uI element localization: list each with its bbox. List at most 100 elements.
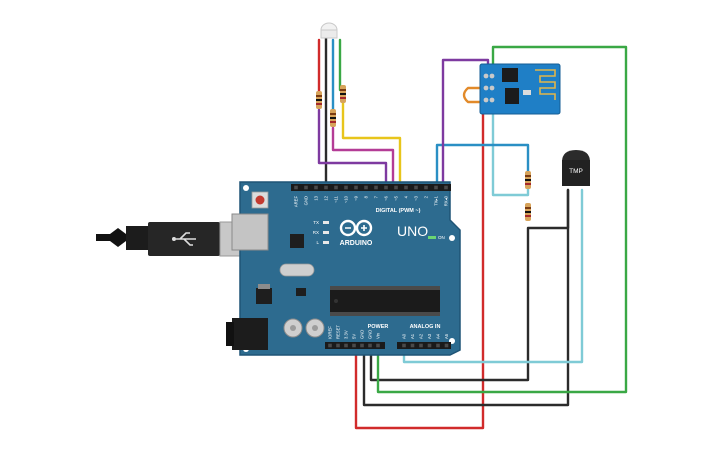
- pin-label: 7: [374, 195, 379, 198]
- pin-label: ~11: [334, 195, 339, 202]
- header-pin[interactable]: [354, 185, 358, 190]
- pin-label: ~9: [354, 195, 359, 200]
- header-pin[interactable]: [304, 185, 308, 190]
- pin-label: A5: [444, 333, 449, 339]
- header-pin[interactable]: [402, 343, 406, 348]
- header-pin[interactable]: [344, 343, 348, 348]
- header-pin[interactable]: [424, 185, 428, 190]
- usb-jack: [231, 213, 269, 251]
- header-pin[interactable]: [436, 343, 440, 348]
- wire-orange[interactable]: [462, 86, 488, 104]
- wire-magenta-led[interactable]: [331, 126, 395, 187]
- header-pin[interactable]: [384, 185, 388, 190]
- tmp-sensor[interactable]: TMP: [562, 150, 590, 186]
- header-pin[interactable]: [394, 185, 398, 190]
- pin-label: GND: [368, 330, 373, 339]
- pin-label: IOREF: [328, 326, 333, 339]
- header-pin[interactable]: [352, 343, 356, 348]
- power-jack: [232, 318, 268, 350]
- header-pin[interactable]: [344, 185, 348, 190]
- header-pin[interactable]: [419, 343, 423, 348]
- rx-label: RX: [313, 230, 319, 235]
- header-pin[interactable]: [314, 185, 318, 190]
- analog-header: [397, 342, 451, 349]
- resistor-divider-1[interactable]: [525, 171, 531, 189]
- atmega-chip: [330, 290, 440, 312]
- pin-label: 5V: [352, 334, 357, 339]
- pin-label: A3: [427, 333, 432, 339]
- wire-blue[interactable]: [435, 143, 530, 187]
- header-pin[interactable]: [404, 185, 408, 190]
- pin-label: A0: [402, 333, 407, 339]
- pin-label: 3.3V: [344, 330, 349, 339]
- digital-label: DIGITAL (PWM ~): [376, 208, 421, 214]
- l-led: [323, 241, 329, 244]
- pin-label: GND: [360, 330, 365, 339]
- header-pin[interactable]: [444, 343, 449, 348]
- pin-label: 13: [314, 195, 319, 200]
- pin-label: A4: [436, 333, 441, 339]
- wires: [317, 36, 628, 430]
- pin-label: ~5: [394, 195, 399, 200]
- pin-label: 8: [364, 195, 369, 198]
- pin-label: 2: [424, 195, 429, 198]
- header-pin[interactable]: [328, 343, 332, 348]
- header-pin[interactable]: [336, 343, 340, 348]
- header-pin[interactable]: [410, 343, 415, 348]
- header-pin[interactable]: [427, 343, 432, 348]
- pin-label: RX◂0: [444, 195, 449, 206]
- header-pin[interactable]: [294, 185, 298, 190]
- digital-header: [291, 184, 451, 191]
- pin-label: ~10: [344, 195, 349, 203]
- pin-label: 12: [324, 195, 329, 200]
- on-label: ON: [438, 235, 445, 240]
- usb-icon: [172, 232, 196, 246]
- pin-label: TX▸1: [434, 195, 439, 205]
- tmp-sensor-label: TMP: [569, 168, 583, 175]
- tx-led: [323, 221, 329, 224]
- rgb-led[interactable]: [320, 22, 338, 39]
- power-label: POWER: [368, 324, 389, 330]
- pin-label: RESET: [336, 325, 341, 339]
- brand-label: ARDUINO: [340, 240, 373, 247]
- header-pin[interactable]: [364, 185, 368, 190]
- pin-label: ~6: [384, 195, 389, 200]
- pin-label: Vin: [376, 332, 381, 339]
- rx-led: [323, 231, 329, 234]
- usb-chip: [290, 234, 304, 248]
- wire-purple-led[interactable]: [317, 108, 388, 187]
- regulator: [256, 288, 272, 304]
- tx-label: TX: [313, 220, 319, 225]
- header-pin[interactable]: [334, 185, 338, 190]
- header-pin[interactable]: [444, 185, 448, 190]
- wire-yellow-led[interactable]: [341, 101, 402, 187]
- header-pin[interactable]: [414, 185, 418, 190]
- header-pin[interactable]: [434, 185, 438, 190]
- header-pin[interactable]: [360, 343, 364, 348]
- esp8266-module[interactable]: [479, 63, 561, 115]
- wire-green[interactable]: [376, 45, 628, 394]
- resistor-led-1[interactable]: [316, 91, 322, 109]
- crystal: [279, 263, 315, 277]
- resistor-led-2[interactable]: [330, 109, 336, 127]
- model-label: UNO: [397, 223, 428, 239]
- on-led: [428, 236, 436, 239]
- header-pin[interactable]: [374, 185, 378, 190]
- analog-label: ANALOG IN: [410, 324, 441, 330]
- header-pin[interactable]: [376, 343, 380, 348]
- pin-label: GND: [304, 196, 309, 205]
- arduino-logo-icon: [339, 219, 373, 237]
- header-pin[interactable]: [324, 185, 328, 190]
- pin-label: 4: [404, 195, 409, 198]
- pin-label: A2: [419, 333, 424, 339]
- resistor-led-3[interactable]: [340, 85, 346, 103]
- pin-label: ~3: [414, 195, 419, 200]
- resistor-divider-2[interactable]: [525, 203, 531, 221]
- wire-gnd-black-2[interactable]: [362, 188, 570, 407]
- pin-label: A1: [410, 333, 415, 339]
- header-pin[interactable]: [368, 343, 372, 348]
- arduino-board[interactable]: ARDUINO UNO TX RX L ON DIGITAL (PWM ~) P…: [226, 181, 461, 356]
